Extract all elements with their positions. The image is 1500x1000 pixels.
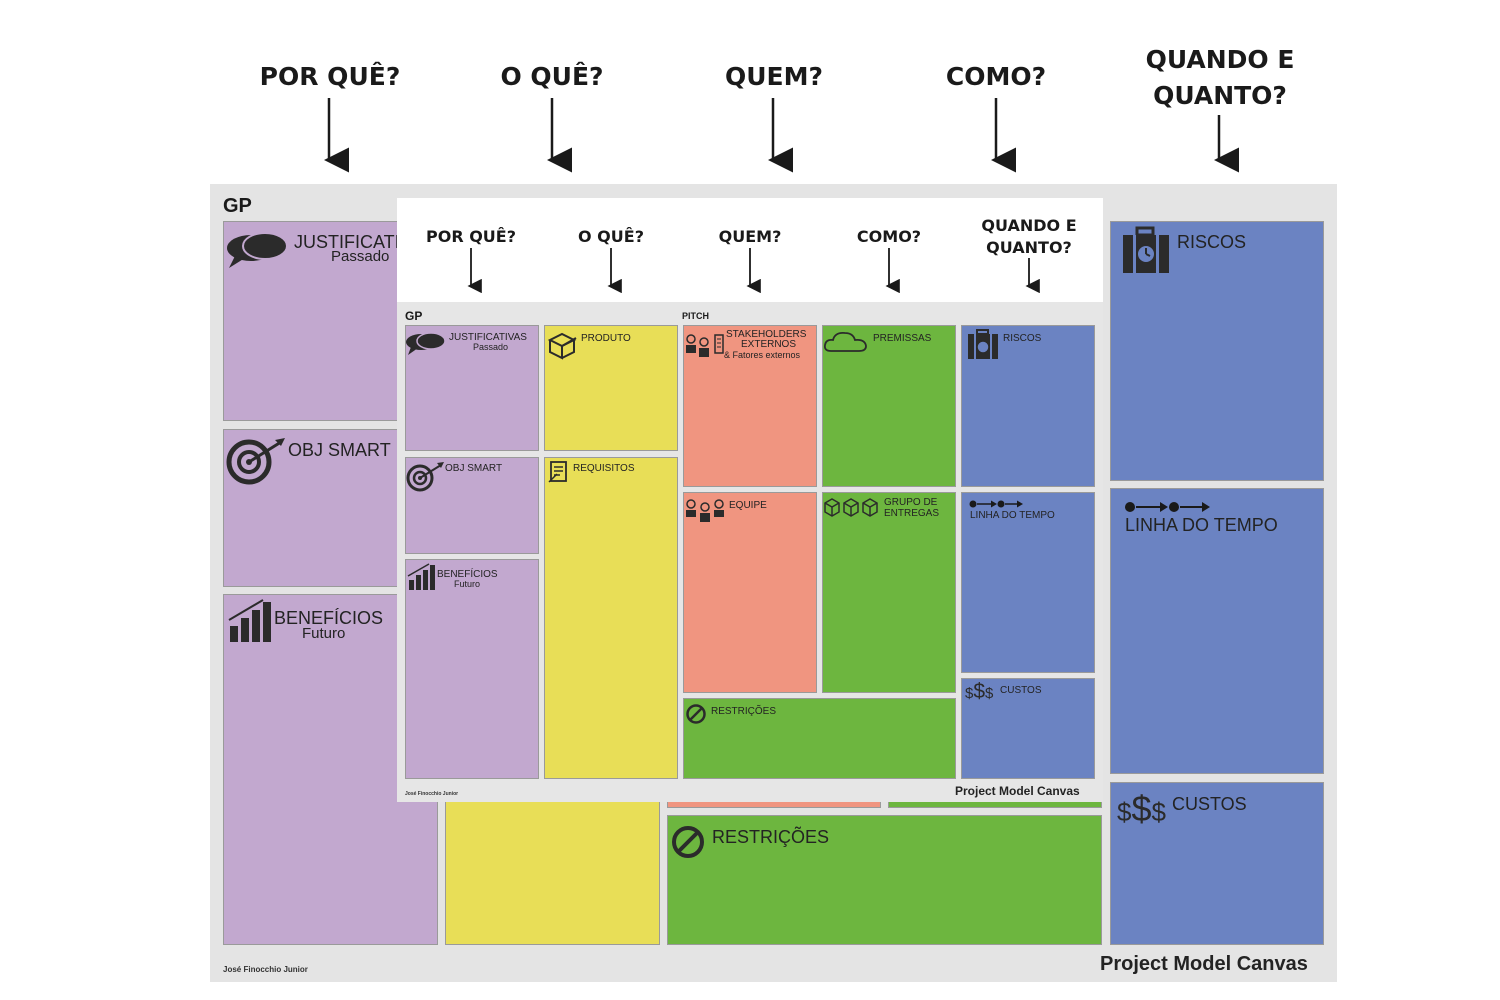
inner-restricoes-label: RESTRIÇÕES (711, 706, 777, 717)
prohibited-icon (672, 826, 704, 858)
inner-beneficios-label: BENEFÍCIOS (437, 569, 498, 580)
outer-author: José Finocchio Junior (223, 965, 308, 974)
outer-custos-box[interactable] (1110, 782, 1324, 945)
prohibited-icon (686, 704, 706, 724)
speech-bubble-icon (227, 232, 288, 268)
box-package-icon (547, 332, 577, 360)
outer-question-what: O QUÊ? (500, 62, 604, 91)
target-icon (406, 462, 444, 492)
inner-stakeholders-label-3: & Fatores externos (724, 350, 801, 360)
inner-question-why: POR QUÊ? (425, 227, 517, 246)
inner-question-what: O QUÊ? (578, 227, 644, 246)
outer-gp-label: GP (223, 195, 252, 217)
dollar-signs-icon: $$$ (965, 680, 994, 703)
outer-passado-label: Passado (331, 248, 390, 265)
outer-question-when-1: QUANDO E (1145, 45, 1295, 74)
timeline-icon (969, 500, 1023, 508)
timeline-icon (1125, 502, 1210, 512)
inner-equipe-label: EQUIPE (729, 500, 767, 511)
inner-riscos-label: RISCOS (1003, 333, 1042, 344)
speech-bubble-icon (406, 332, 446, 355)
bar-chart-icon (228, 599, 271, 642)
outer-custos-label: CUSTOS (1172, 794, 1247, 814)
outer-question-why: POR QUÊ? (259, 62, 401, 91)
inner-pitch-label: PITCH (682, 311, 709, 321)
outer-brand: Project Model Canvas (1100, 953, 1308, 975)
inner-author: José Finocchio Junior (405, 791, 459, 797)
inner-beneficios-box[interactable] (405, 559, 539, 779)
people-group-icon (686, 334, 724, 357)
document-checklist-icon (548, 461, 567, 483)
inner-passado-label: Passado (473, 342, 509, 352)
outer-restricoes-box[interactable] (667, 815, 1102, 945)
inner-requisitos-box[interactable] (544, 457, 678, 779)
inner-stakeholders-label-2: EXTERNOS (741, 339, 797, 350)
inner-custos-box[interactable] (961, 678, 1095, 779)
inner-grupo-entregas-box[interactable] (822, 492, 956, 693)
inner-arrows (467, 248, 1040, 294)
inner-question-how: COMO? (856, 227, 922, 246)
inner-requisitos-label: REQUISITOS (573, 463, 635, 474)
dollar-signs-icon: $$$ (1117, 788, 1166, 829)
boxes-icon (824, 498, 878, 517)
outer-question-how: COMO? (945, 62, 1047, 91)
cloud-icon (823, 331, 867, 352)
briefcase-clock-icon (1123, 226, 1169, 273)
inner-premissas-label: PREMISSAS (873, 333, 932, 344)
outer-arrows (324, 98, 1239, 173)
outer-beneficios-label: BENEFÍCIOS (274, 608, 384, 628)
outer-justificativas-label: JUSTIFICATIV (294, 232, 412, 252)
inner-linha-tempo-box[interactable] (961, 492, 1095, 673)
outer-question-when-2: QUANTO? (1153, 81, 1287, 110)
inner-question-when-1: QUANDO E (981, 216, 1077, 235)
target-icon (226, 438, 285, 485)
inner-gp-label: GP (405, 309, 423, 323)
inner-justificativas-label: JUSTIFICATIVAS (449, 332, 527, 343)
inner-grupo-label-1: GRUPO DE (884, 497, 938, 508)
outer-linha-tempo-box[interactable] (1110, 488, 1324, 774)
inner-question-when-2: QUANTO? (986, 238, 1072, 257)
inner-custos-label: CUSTOS (1000, 685, 1042, 696)
inner-premissas-box[interactable] (822, 325, 956, 487)
outer-futuro-label: Futuro (302, 625, 346, 642)
inner-produto-label: PRODUTO (581, 333, 631, 344)
inner-question-who: QUEM? (718, 227, 782, 246)
inner-produto-box[interactable] (544, 325, 678, 451)
team-icon (686, 499, 724, 522)
outer-restricoes-label: RESTRIÇÕES (712, 827, 830, 847)
outer-question-who: QUEM? (724, 62, 823, 91)
inner-restricoes-box[interactable] (683, 698, 956, 779)
inner-brand: Project Model Canvas (955, 784, 1080, 798)
outer-linha-tempo-label: LINHA DO TEMPO (1125, 515, 1278, 535)
outer-obj-smart-label: OBJ SMART (288, 440, 391, 460)
inner-stakeholders-label-1: STAKEHOLDERS (726, 329, 807, 340)
inner-equipe-box[interactable] (683, 492, 817, 693)
inner-linha-tempo-label: LINHA DO TEMPO (970, 510, 1055, 521)
inner-grupo-label-2: ENTREGAS (884, 508, 940, 519)
outer-riscos-label: RISCOS (1177, 232, 1247, 252)
briefcase-clock-icon (968, 329, 998, 359)
inner-futuro-label: Futuro (454, 579, 481, 589)
inner-obj-smart-label: OBJ SMART (445, 463, 503, 474)
bar-chart-icon (407, 563, 435, 590)
